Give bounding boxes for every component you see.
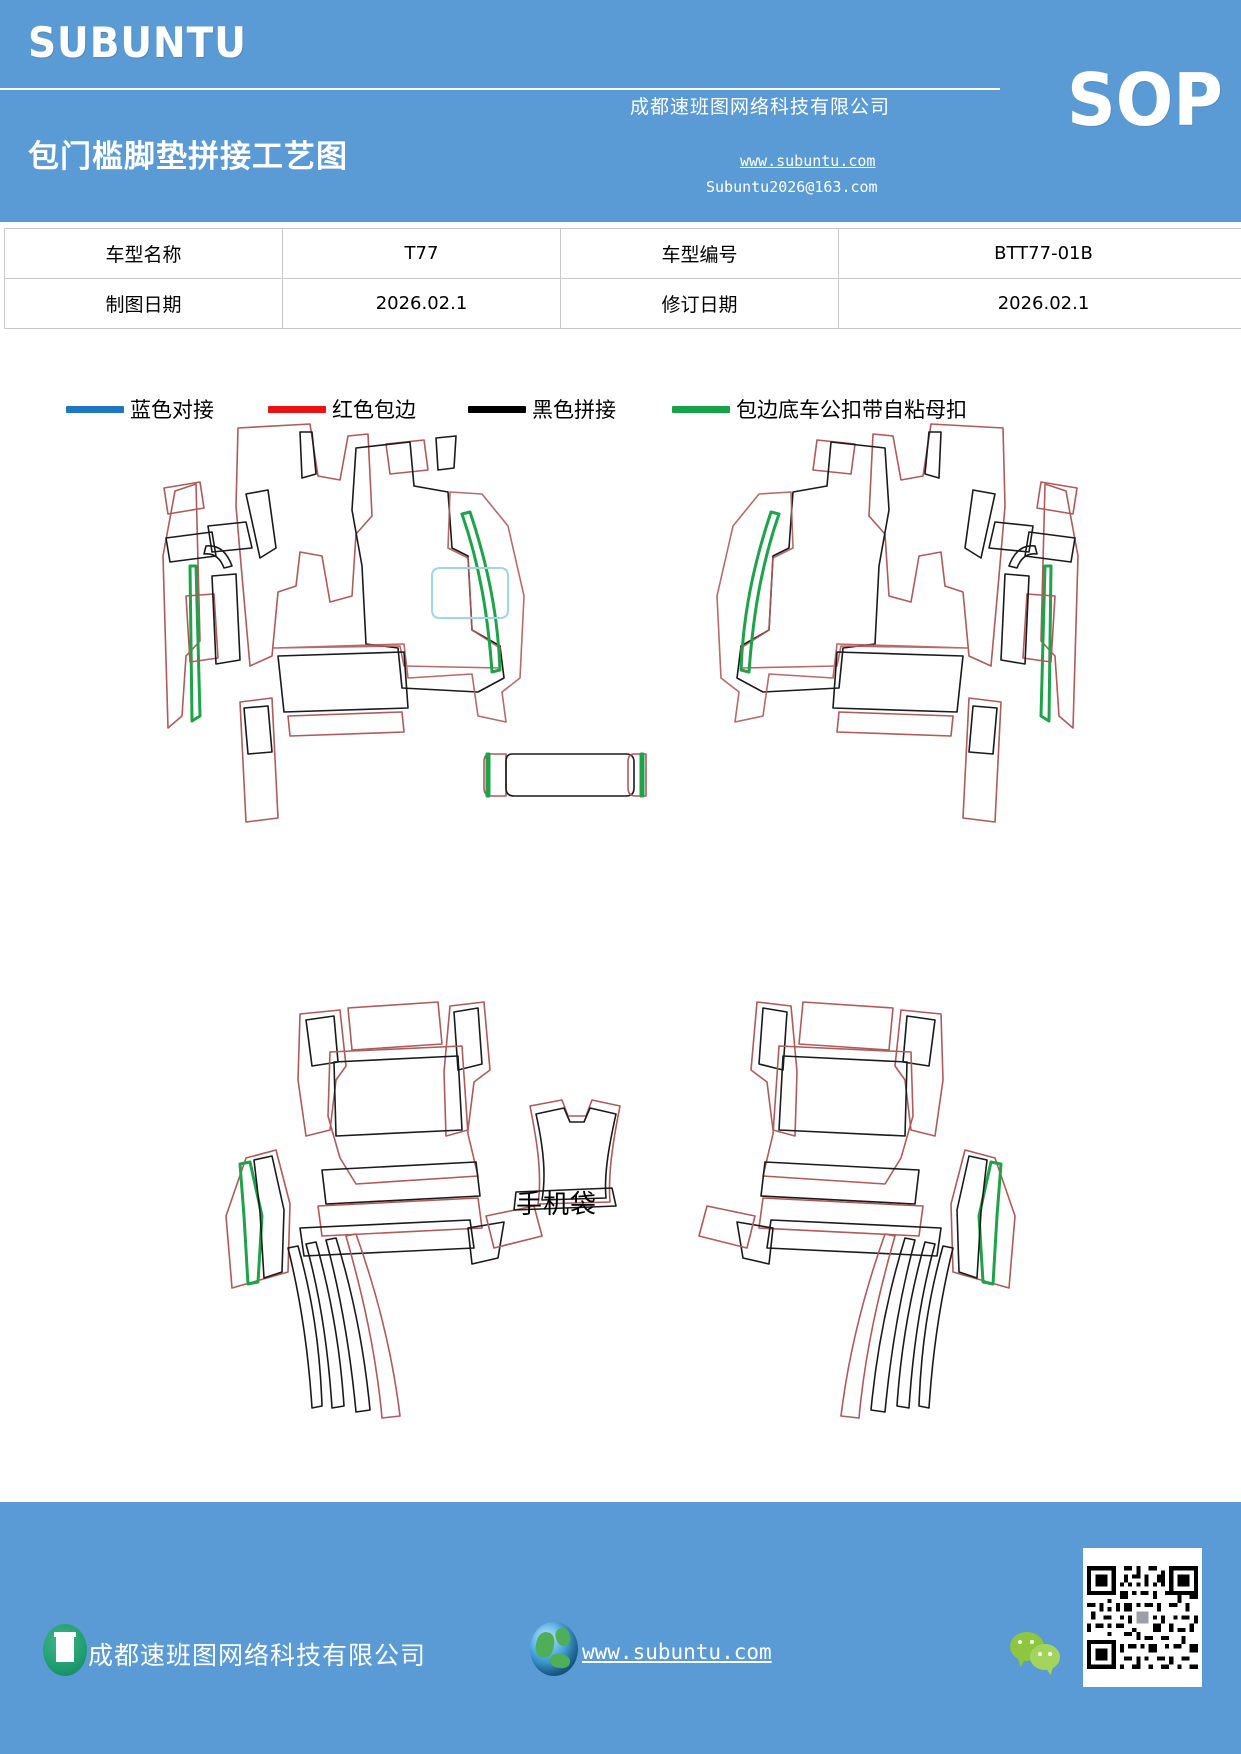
footer-company-name: 成都速班图网络科技有限公司 [88,1641,427,1670]
legend-swatch-black-icon [468,405,526,413]
value-draw-date: 2026.02.1 [282,278,561,329]
front-right-floor-assembly [716,423,1079,823]
legend-label-red: 红色包边 [332,398,416,422]
phone-pocket-label: 手机袋 [516,1190,598,1220]
label-model-code: 车型编号 [560,228,839,279]
label-model-name: 车型名称 [4,228,283,279]
header-divider [0,88,1000,90]
page-title: 包门槛脚垫拼接工艺图 [28,139,348,175]
header-company-name: 成都速班图网络科技有限公司 [630,96,891,118]
page-header: SUBUNTU 包门槛脚垫拼接工艺图 成都速班图网络科技有限公司 www.sub… [0,0,1241,222]
header-email: Subuntu2026@163.com [706,178,878,196]
legend-swatch-blue-icon [66,405,124,413]
table-row: 制图日期 2026.02.1 修订日期 2026.02.1 [4,278,1241,329]
page-footer: 成都速班图网络科技有限公司 www.subuntu.com [0,1502,1241,1754]
label-draw-date: 制图日期 [4,278,283,329]
label-revision-date: 修订日期 [560,278,839,329]
table-row: 车型名称 T77 车型编号 BTT77-01B [4,228,1241,279]
value-revision-date: 2026.02.1 [838,278,1241,329]
wechat-icon [1010,1630,1066,1674]
vehicle-info-table: 车型名称 T77 车型编号 BTT77-01B 制图日期 2026.02.1 修… [4,228,1241,329]
header-website-link[interactable]: www.subuntu.com [740,152,876,170]
legend-swatch-red-icon [268,405,326,413]
phone-pocket [483,752,647,798]
globe-icon [530,1622,578,1676]
legend-label-blue: 蓝色对接 [130,398,214,422]
legend-label-black: 黑色拼接 [532,398,616,422]
rear-right-floor-assembly [698,1001,1016,1419]
legend-item-blue: 蓝色对接 [66,394,214,424]
legend-item-red: 红色包边 [268,394,416,424]
qr-code [1083,1548,1202,1687]
legend-label-green: 包边底车公扣带自粘母扣 [736,398,967,422]
legend-item-black: 黑色拼接 [468,394,616,424]
value-model-name: T77 [282,228,561,279]
rear-left-floor-assembly [225,1001,543,1419]
legend-item-green: 包边底车公扣带自粘母扣 [672,394,967,424]
legend: 蓝色对接 红色包边 黑色拼接 包边底车公扣带自粘母扣 [0,394,1241,434]
brand-logo: SUBUNTU [28,18,247,67]
technical-drawing-canvas: 手机袋 [0,416,1241,1436]
sop-badge: SOP [1067,58,1223,142]
building-icon [43,1624,87,1676]
legend-swatch-green-icon [672,405,730,413]
footer-website-link[interactable]: www.subuntu.com [582,1640,772,1664]
rear-center-tunnel-mat [513,1099,621,1211]
value-model-code: BTT77-01B [838,228,1241,279]
front-left-floor-assembly [162,423,525,823]
